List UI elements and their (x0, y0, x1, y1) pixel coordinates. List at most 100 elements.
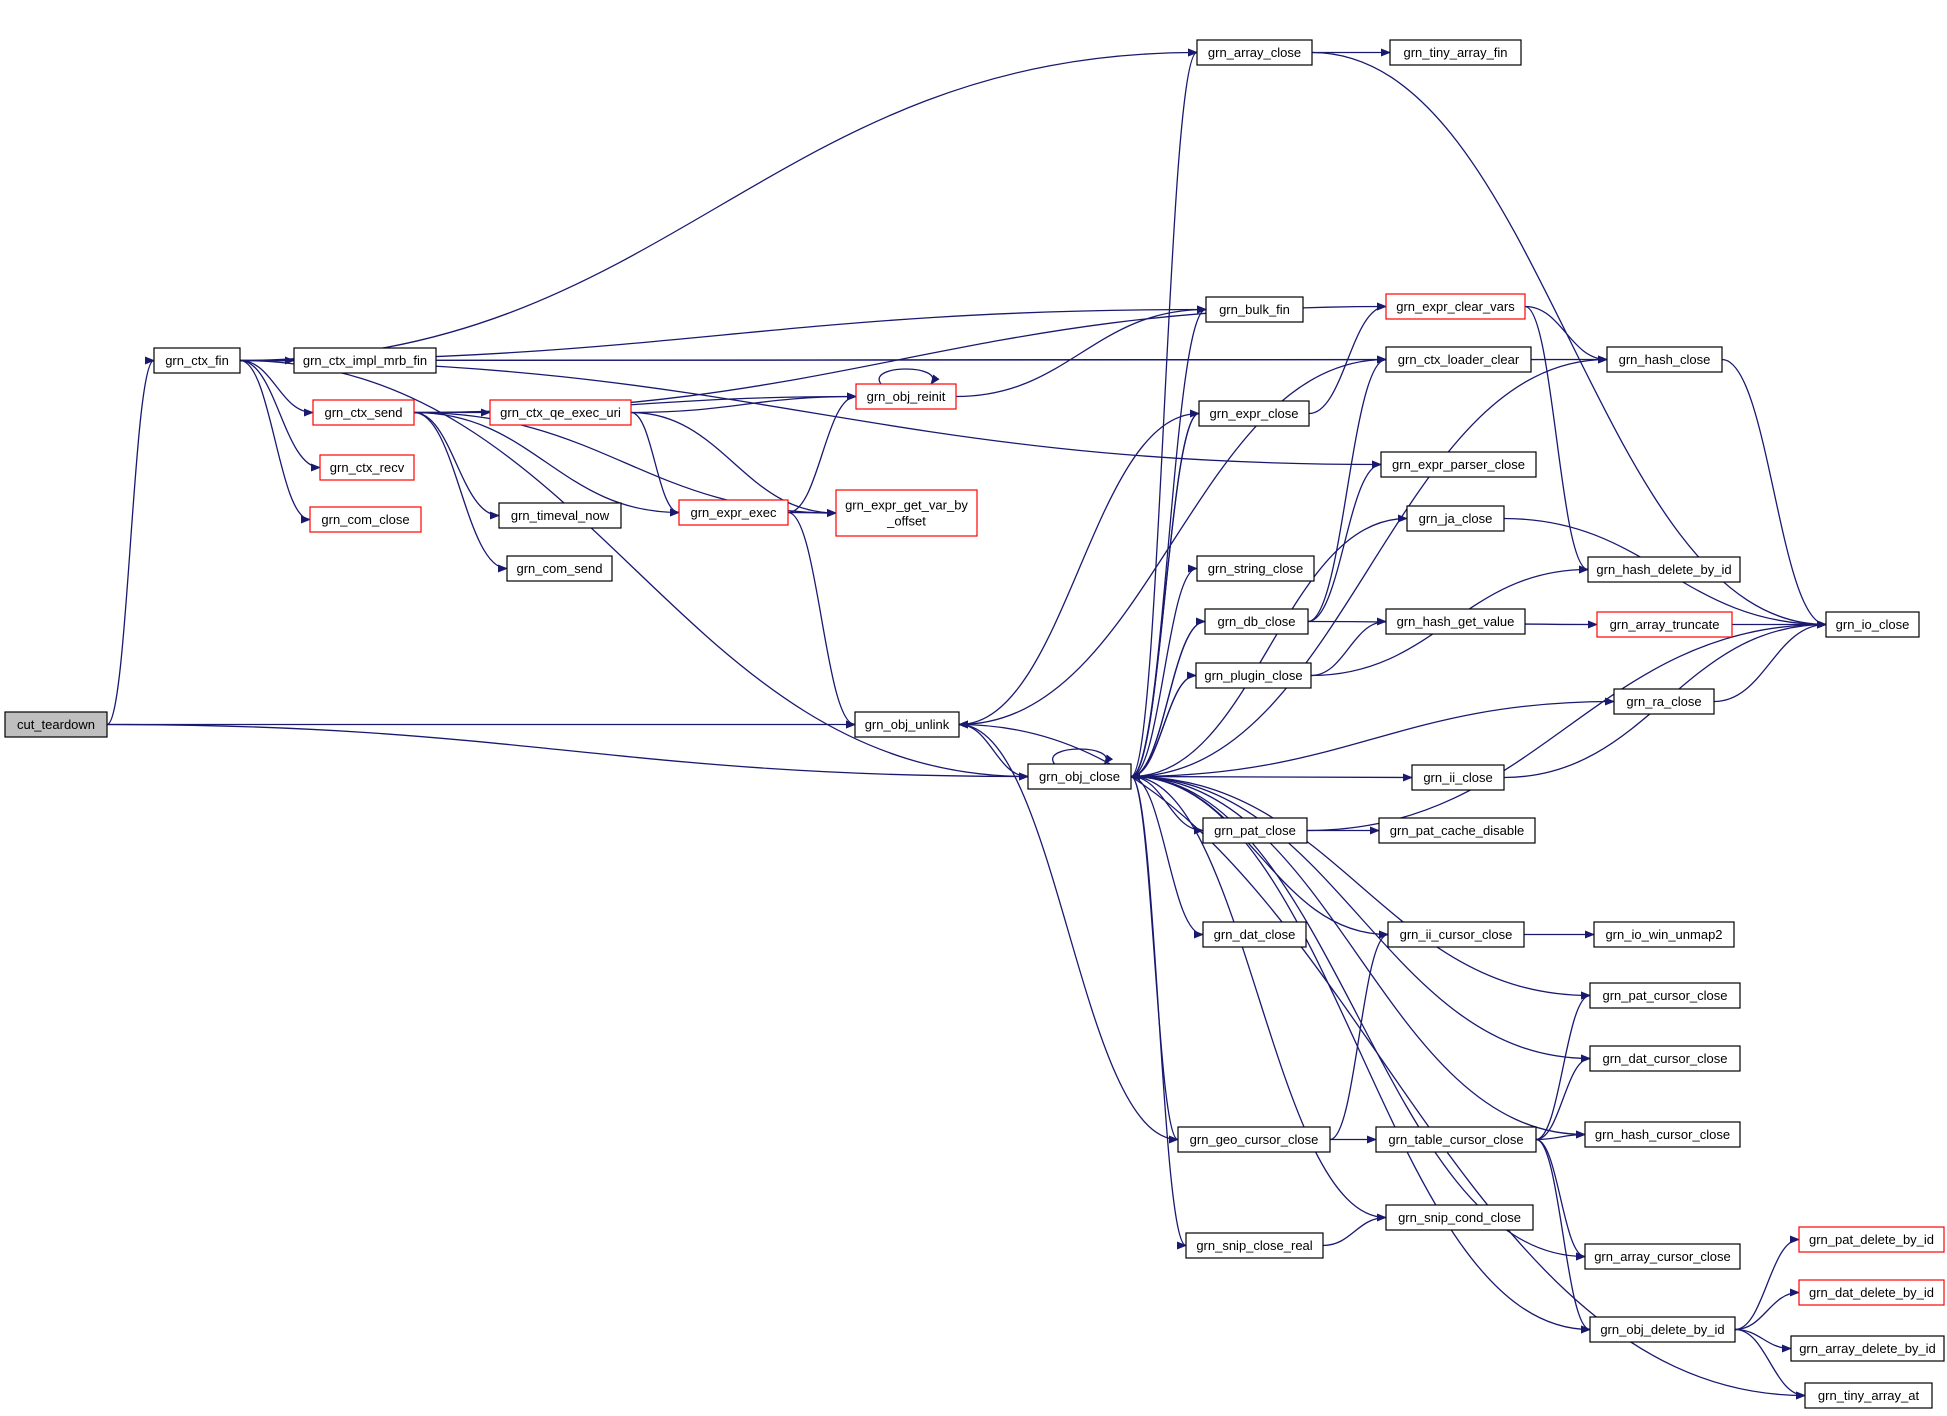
node-label: grn_ii_cursor_close (1400, 927, 1513, 942)
node-label: grn_pat_close (1214, 823, 1296, 838)
node-grn-ii-cursor-close[interactable]: grn_ii_cursor_close (1387, 921, 1525, 948)
node-label: grn_plugin_close (1204, 668, 1302, 683)
node-label: grn_io_win_unmap2 (1605, 927, 1722, 942)
call-edge-grn_obj_reinit-to-grn_bulk_fin (955, 305, 1207, 398)
call-edge-grn_pat_close-to-grn_io_close (1306, 620, 1827, 832)
node-grn-hash-cursor-close[interactable]: grn_hash_cursor_close (1584, 1121, 1741, 1148)
node-grn-snip-close-real[interactable]: grn_snip_close_real (1185, 1232, 1324, 1259)
node-grn-string-close[interactable]: grn_string_close (1196, 555, 1315, 582)
node-grn-ctx-qe-exec-uri[interactable]: grn_ctx_qe_exec_uri (489, 399, 632, 426)
node-grn-expr-exec[interactable]: grn_expr_exec (678, 499, 789, 526)
call-edge-grn_table_cursor_close-to-grn_obj_delete_by_id (1535, 1138, 1591, 1334)
node-grn-pat-cursor-close[interactable]: grn_pat_cursor_close (1589, 982, 1741, 1009)
node-grn-hash-get-value[interactable]: grn_hash_get_value (1385, 608, 1526, 635)
node-grn-expr-clear-vars[interactable]: grn_expr_clear_vars (1385, 293, 1526, 320)
node-box (1202, 817, 1308, 844)
call-edge-grn_plugin_close-to-grn_obj_close (1130, 674, 1197, 781)
node-grn-ctx-send[interactable]: grn_ctx_send (312, 399, 415, 426)
node-label: grn_pat_delete_by_id (1809, 1232, 1934, 1247)
node-grn-io-close[interactable]: grn_io_close (1825, 611, 1920, 638)
call-edge-grn_db_close-to-grn_obj_close (1130, 620, 1206, 781)
node-label: grn_table_cursor_close (1388, 1132, 1523, 1147)
node-grn-array-cursor-close[interactable]: grn_array_cursor_close (1584, 1243, 1741, 1270)
node-cut-teardown[interactable]: cut_teardown (4, 711, 108, 738)
call-edge-grn_ctx_fin-to-grn_ctx_loader_clear (239, 355, 1387, 364)
node-grn-pat-close[interactable]: grn_pat_close (1202, 817, 1308, 844)
call-edge-grn_ctx_send-to-grn_expr_exec (413, 411, 680, 517)
node-grn-ctx-loader-clear[interactable]: grn_ctx_loader_clear (1385, 346, 1532, 373)
node-label: grn_array_cursor_close (1594, 1249, 1731, 1264)
node-box (1825, 611, 1920, 638)
node-box (1380, 451, 1537, 478)
node-grn-dat-delete-by-id[interactable]: grn_dat_delete_by_id (1798, 1279, 1945, 1306)
node-box (489, 399, 632, 426)
node-box (1195, 662, 1312, 689)
node-label: grn_timeval_now (511, 508, 610, 523)
node-grn-obj-close[interactable]: grn_obj_close (1027, 763, 1132, 790)
call-edge-grn_ctx_qe_exec_uri-to-grn_expr_exec (630, 411, 680, 517)
node-grn-tiny-array-fin[interactable]: grn_tiny_array_fin (1389, 39, 1522, 66)
node-grn-array-close[interactable]: grn_array_close (1196, 39, 1313, 66)
node-label: grn_io_close (1836, 617, 1910, 632)
node-grn-bulk-fin[interactable]: grn_bulk_fin (1205, 296, 1304, 323)
node-grn-array-delete-by-id[interactable]: grn_array_delete_by_id (1790, 1335, 1945, 1362)
node-box (309, 506, 422, 533)
node-box (1593, 921, 1735, 948)
node-grn-ctx-fin[interactable]: grn_ctx_fin (153, 347, 241, 374)
node-label: grn_hash_get_value (1397, 614, 1515, 629)
node-grn-expr-get-var-by-offset[interactable]: grn_expr_get_var_by_offset (835, 489, 978, 537)
node-grn-ctx-recv[interactable]: grn_ctx_recv (319, 454, 415, 481)
node-label: grn_pat_cursor_close (1602, 988, 1727, 1003)
node-grn-com-close[interactable]: grn_com_close (309, 506, 422, 533)
call-edge-grn_expr_close-to-grn_expr_clear_vars (1308, 302, 1387, 415)
call-edge-grn_obj_delete_by_id-to-grn_pat_delete_by_id (1734, 1235, 1800, 1331)
call-edge-grn_expr_close-to-grn_obj_unlink (958, 412, 1200, 729)
node-box (1804, 1382, 1933, 1409)
node-grn-array-truncate[interactable]: grn_array_truncate (1596, 611, 1733, 638)
node-grn-ii-close[interactable]: grn_ii_close (1411, 764, 1505, 791)
call-edge-grn_obj_delete_by_id-to-grn_array_delete_by_id (1734, 1328, 1792, 1353)
node-grn-snip-cond-close[interactable]: grn_snip_cond_close (1385, 1204, 1534, 1231)
call-edge-grn_expr_close-to-grn_obj_close (1130, 412, 1200, 781)
node-grn-tiny-array-at[interactable]: grn_tiny_array_at (1804, 1382, 1933, 1409)
node-label: grn_ii_close (1423, 770, 1492, 785)
node-label: grn_string_close (1208, 561, 1303, 576)
node-box (1587, 556, 1741, 583)
call-edge-grn_obj_delete_by_id-to-grn_tiny_array_at (1734, 1328, 1806, 1400)
call-edge-cut_teardown-to-grn_obj_close (106, 723, 1029, 781)
node-grn-dat-cursor-close[interactable]: grn_dat_cursor_close (1589, 1045, 1741, 1072)
node-grn-pat-delete-by-id[interactable]: grn_pat_delete_by_id (1798, 1226, 1945, 1253)
node-grn-timeval-now[interactable]: grn_timeval_now (498, 502, 622, 529)
node-label: grn_ctx_loader_clear (1398, 352, 1520, 367)
node-grn-expr-parser-close[interactable]: grn_expr_parser_close (1380, 451, 1537, 478)
node-grn-db-close[interactable]: grn_db_close (1204, 608, 1309, 635)
node-label: grn_ctx_impl_mrb_fin (303, 353, 427, 368)
node-grn-expr-close[interactable]: grn_expr_close (1198, 400, 1310, 427)
node-grn-ra-close[interactable]: grn_ra_close (1613, 688, 1715, 715)
node-grn-obj-reinit[interactable]: grn_obj_reinit (855, 383, 957, 410)
node-grn-table-cursor-close[interactable]: grn_table_cursor_close (1375, 1126, 1537, 1153)
node-grn-hash-delete-by-id[interactable]: grn_hash_delete_by_id (1587, 556, 1741, 583)
node-grn-ja-close[interactable]: grn_ja_close (1406, 505, 1505, 532)
node-label: grn_array_close (1208, 45, 1301, 60)
call-edge-grn_ctx_send-to-grn_expr_get_var_by_offset (413, 411, 837, 517)
node-grn-io-win-unmap2[interactable]: grn_io_win_unmap2 (1593, 921, 1735, 948)
node-grn-geo-cursor-close[interactable]: grn_geo_cursor_close (1177, 1126, 1331, 1153)
node-grn-hash-close[interactable]: grn_hash_close (1606, 346, 1723, 373)
node-grn-plugin-close[interactable]: grn_plugin_close (1195, 662, 1312, 689)
node-grn-com-send[interactable]: grn_com_send (506, 555, 613, 582)
node-label: grn_ctx_qe_exec_uri (500, 405, 621, 420)
node-grn-obj-delete-by-id[interactable]: grn_obj_delete_by_id (1589, 1316, 1736, 1343)
node-box (293, 347, 437, 374)
node-grn-ctx-impl-mrb-fin[interactable]: grn_ctx_impl_mrb_fin (293, 347, 437, 374)
node-box (1198, 400, 1310, 427)
node-box (1406, 505, 1505, 532)
node-grn-obj-unlink[interactable]: grn_obj_unlink (854, 711, 960, 738)
node-box (1177, 1126, 1331, 1153)
node-grn-pat-cache-disable[interactable]: grn_pat_cache_disable (1378, 817, 1536, 844)
call-edge-grn_obj_close-to-grn_ii_cursor_close (1130, 775, 1389, 939)
node-label: grn_obj_reinit (867, 389, 946, 404)
node-label: grn_dat_delete_by_id (1809, 1285, 1934, 1300)
node-grn-dat-close[interactable]: grn_dat_close (1202, 921, 1307, 948)
